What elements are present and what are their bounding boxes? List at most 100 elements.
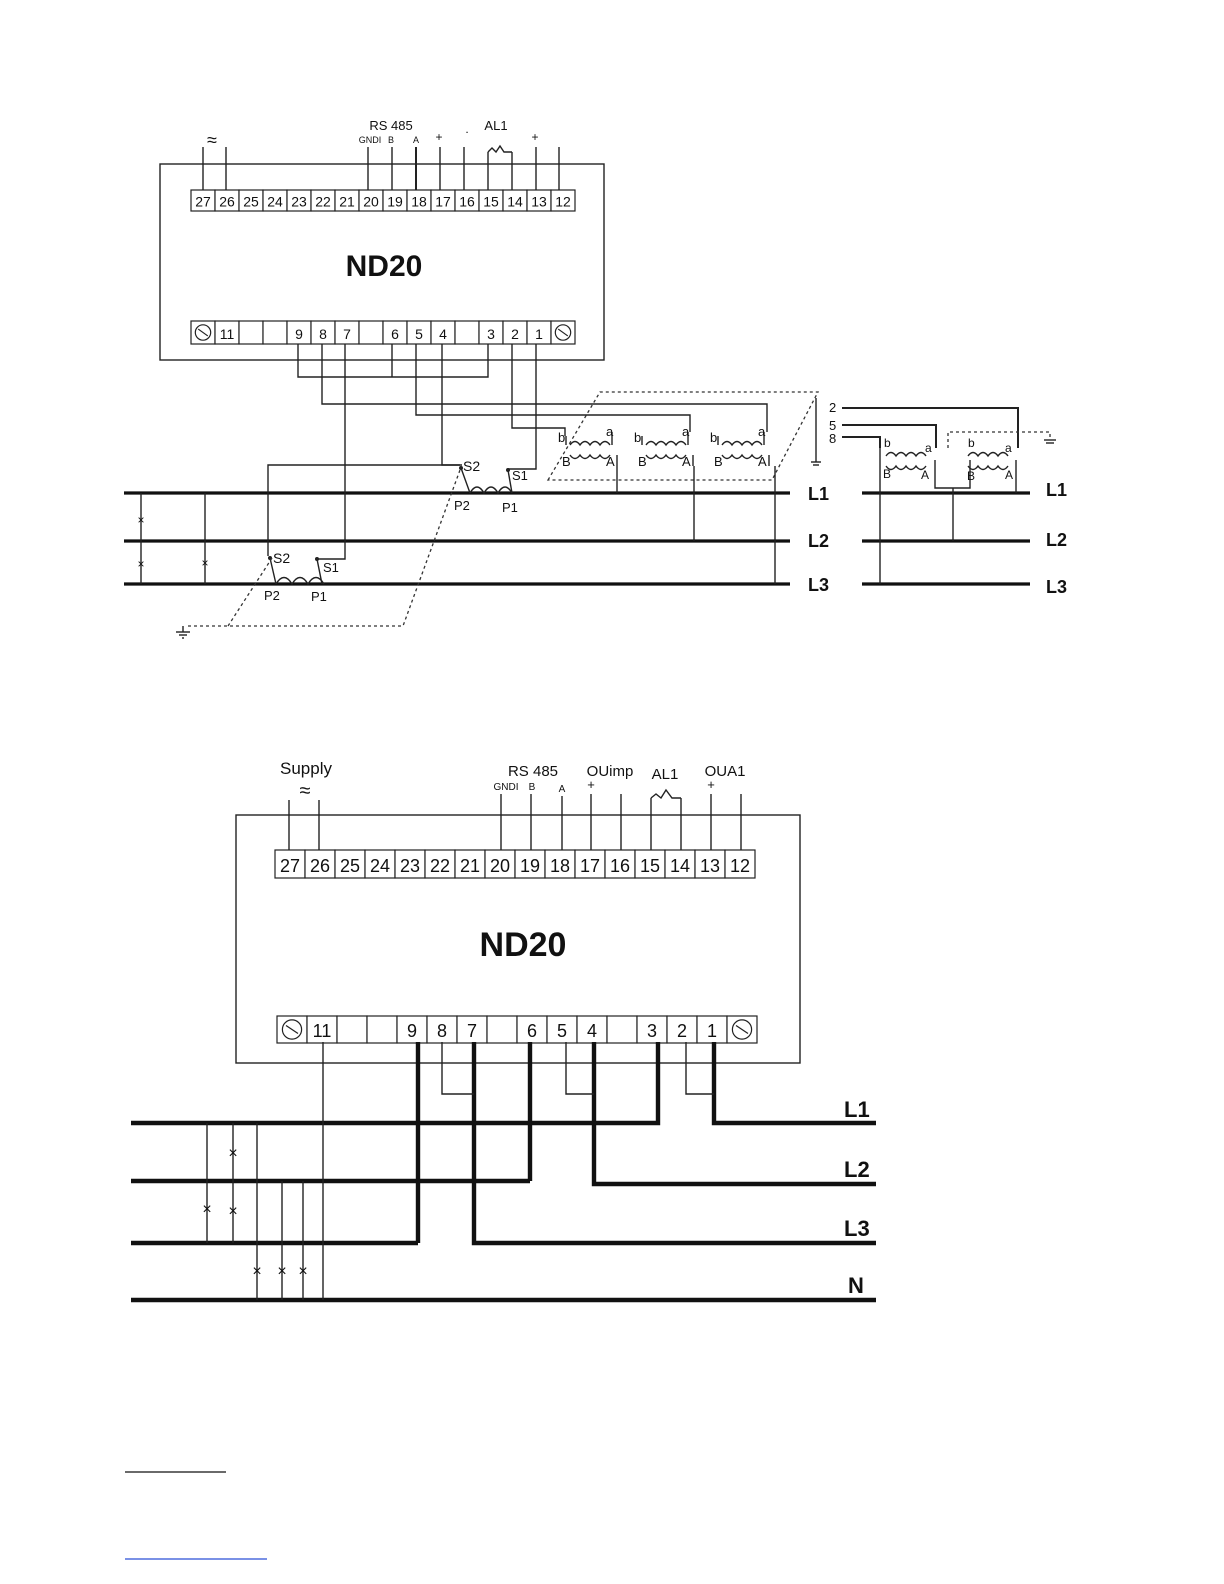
terminal-wiring bbox=[267, 344, 768, 560]
terminal: 11 bbox=[306, 1015, 338, 1044]
line-label-l1-2: L1 bbox=[844, 1097, 870, 1122]
svg-text:×: × bbox=[298, 1263, 307, 1280]
plus-label-4: + bbox=[707, 777, 715, 792]
device-label-2: ND20 bbox=[480, 926, 567, 964]
terminal-label: 27 bbox=[280, 856, 300, 876]
terminal: 3 bbox=[636, 1015, 668, 1044]
terminal-label: 20 bbox=[363, 193, 379, 209]
terminal-label: 23 bbox=[400, 856, 420, 876]
terminal: 6 bbox=[516, 1015, 548, 1044]
terminal bbox=[606, 1015, 638, 1044]
terminal: 7 bbox=[456, 1015, 488, 1044]
terminal-label: 26 bbox=[310, 856, 330, 876]
vt-terminal-label: b bbox=[710, 430, 717, 445]
vt-terminal-label: A bbox=[606, 454, 615, 469]
terminal: 18 bbox=[544, 849, 576, 879]
terminal-label: 20 bbox=[490, 856, 510, 876]
terminal: 1 bbox=[526, 320, 552, 345]
svg-text:B: B bbox=[967, 469, 975, 483]
terminal: 23 bbox=[394, 849, 426, 879]
terminal: 8 bbox=[426, 1015, 458, 1044]
phase-buses bbox=[124, 491, 1030, 586]
phase-buses-2 bbox=[131, 1042, 876, 1303]
screw-icon bbox=[276, 1015, 308, 1044]
gnd-label: GNDI bbox=[359, 135, 382, 145]
terminal: 22 bbox=[310, 189, 336, 212]
rs485-label-2: RS 485 bbox=[508, 763, 558, 780]
terminal-label: 3 bbox=[487, 326, 495, 342]
terminal-label: 14 bbox=[507, 193, 523, 209]
terminal-label: 13 bbox=[531, 193, 547, 209]
terminal-label: 12 bbox=[555, 193, 571, 209]
terminal-label: 18 bbox=[550, 856, 570, 876]
terminal: 15 bbox=[478, 189, 504, 212]
terminal: 5 bbox=[546, 1015, 578, 1044]
terminal-label: 7 bbox=[467, 1021, 477, 1041]
terminal: 15 bbox=[634, 849, 666, 879]
svg-text:×: × bbox=[277, 1263, 286, 1280]
vt-terminal-label: a bbox=[758, 424, 766, 439]
ouimp-label: OUimp bbox=[587, 763, 634, 780]
left-taps-2: × × × × × × bbox=[202, 1123, 308, 1300]
terminal-label: 2 bbox=[677, 1021, 687, 1041]
vt-num-5: 5 bbox=[829, 418, 836, 433]
terminal: 16 bbox=[454, 189, 480, 212]
terminal: 27 bbox=[274, 849, 306, 879]
ct-upper bbox=[459, 466, 513, 495]
vt-terminal-label: b bbox=[634, 430, 641, 445]
terminal: 25 bbox=[238, 189, 264, 212]
terminal-label: 13 bbox=[700, 856, 720, 876]
terminal-label: 8 bbox=[437, 1021, 447, 1041]
vt-terminal-label: B bbox=[638, 454, 647, 469]
terminal: 8 bbox=[310, 320, 336, 345]
svg-text:b: b bbox=[968, 436, 975, 450]
terminal-label: 6 bbox=[527, 1021, 537, 1041]
terminal-label: 1 bbox=[707, 1021, 717, 1041]
vt-terminal-label: A bbox=[758, 454, 767, 469]
terminal-label: 16 bbox=[459, 193, 475, 209]
terminal: 6 bbox=[382, 320, 408, 345]
terminal: 20 bbox=[358, 189, 384, 212]
terminal-label: 15 bbox=[640, 856, 660, 876]
line-label-l3: L3 bbox=[808, 575, 829, 595]
svg-text:×: × bbox=[137, 557, 144, 571]
terminal: 17 bbox=[574, 849, 606, 879]
line-label-l1-right: L1 bbox=[1046, 480, 1067, 500]
svg-text:b: b bbox=[884, 436, 891, 450]
vt-terminal-label: B bbox=[714, 454, 723, 469]
ct-s2: S2 bbox=[463, 458, 480, 474]
terminal: 9 bbox=[286, 320, 312, 345]
terminal bbox=[238, 320, 264, 345]
terminal-label: 11 bbox=[220, 326, 235, 342]
terminal-label: 6 bbox=[391, 326, 399, 342]
oua1-label: OUA1 bbox=[705, 763, 746, 780]
svg-text:a: a bbox=[925, 441, 932, 455]
terminal-label: 5 bbox=[415, 326, 423, 342]
rs485-label: RS 485 bbox=[369, 118, 412, 133]
terminal: 14 bbox=[664, 849, 696, 879]
svg-text:×: × bbox=[228, 1203, 237, 1220]
terminal-label: 19 bbox=[387, 193, 403, 209]
ct-s1: S1 bbox=[512, 468, 528, 483]
terminal: 7 bbox=[334, 320, 360, 345]
terminal: 5 bbox=[406, 320, 432, 345]
terminal-label: 22 bbox=[430, 856, 450, 876]
terminal-label: 11 bbox=[313, 1021, 332, 1041]
dot-label: . bbox=[465, 122, 468, 136]
terminal: 18 bbox=[406, 189, 432, 212]
svg-text:×: × bbox=[137, 513, 144, 527]
terminal-label: 24 bbox=[267, 193, 283, 209]
svg-text:×: × bbox=[202, 1201, 211, 1218]
terminal: 21 bbox=[454, 849, 486, 879]
terminal: 9 bbox=[396, 1015, 428, 1044]
terminal-label: 24 bbox=[370, 856, 390, 876]
terminal: 12 bbox=[724, 849, 756, 879]
terminal-label: 23 bbox=[291, 193, 307, 209]
plus-label-1: + bbox=[435, 130, 442, 144]
